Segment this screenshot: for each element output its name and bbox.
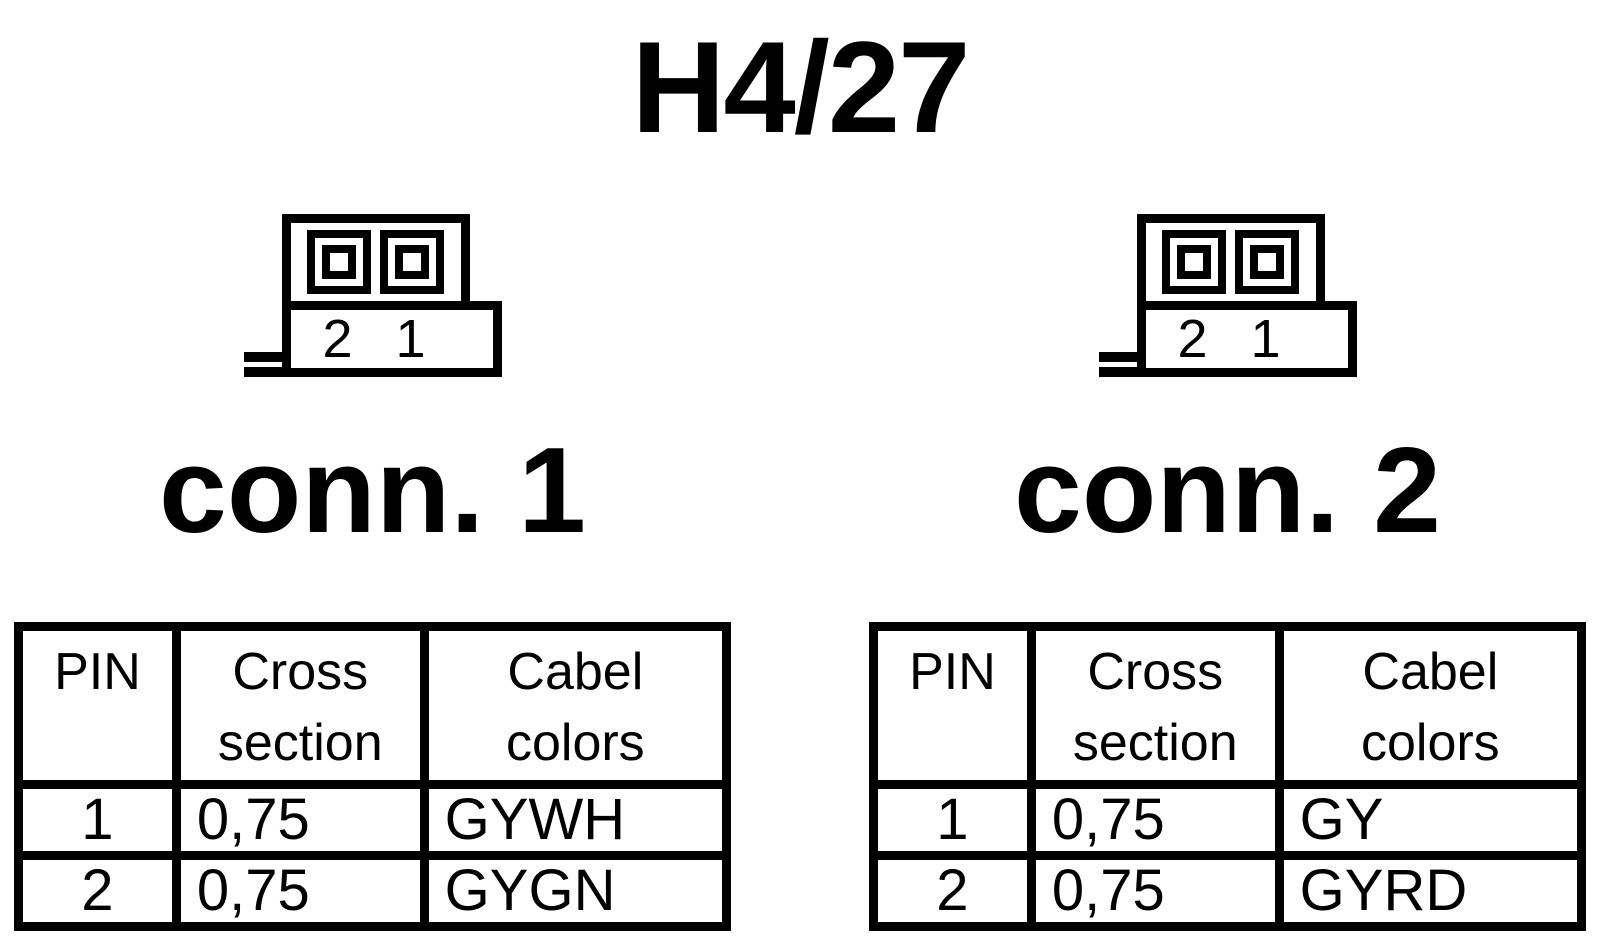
connector-2-pin-1-slot-icon xyxy=(1235,230,1299,294)
connector-1-cavity-row: 2 1 xyxy=(281,301,502,377)
connector-1-pinout-table: PIN Cross section Cabel colors 1 0,75 GY… xyxy=(14,621,732,932)
cell-cable-color: GYWH xyxy=(419,780,732,861)
connector-1-diagram: 2 1 xyxy=(243,214,502,377)
connector-2-pin-2-slot-icon xyxy=(1162,230,1226,294)
connector-2-cavity-label-2: 2 xyxy=(1177,309,1208,369)
connector-2-pin-1-terminal-icon xyxy=(1250,245,1284,279)
connector-1-cavity-label-2: 2 xyxy=(322,309,353,369)
cell-cross-section: 0,75 xyxy=(171,851,429,932)
cell-cross-section: 0,75 xyxy=(171,780,429,861)
connector-1-label: conn. 1 xyxy=(158,422,587,558)
table-row: 2 0,75 GYGN xyxy=(14,851,732,932)
col-header-pin: PIN xyxy=(14,621,181,790)
table-header-row: PIN Cross section Cabel colors xyxy=(869,621,1587,790)
table-row: 1 0,75 GY xyxy=(869,780,1587,861)
cell-cable-color: GYRD xyxy=(1274,851,1587,932)
col-header-cable-colors: Cabel colors xyxy=(1274,621,1587,790)
connector-2-pin-2-terminal-icon xyxy=(1177,245,1211,279)
connector-2-cavity-row: 2 1 xyxy=(1136,301,1357,377)
cell-pin: 2 xyxy=(869,851,1036,932)
table-row: 1 0,75 GYWH xyxy=(14,780,732,861)
connector-columns: 2 1 conn. 1 PIN Cross section Cabel colo… xyxy=(0,152,1600,932)
connector-2-housing xyxy=(1136,214,1325,310)
connector-2-diagram: 2 1 xyxy=(1098,214,1357,377)
col-header-cross-section: Cross section xyxy=(171,621,429,790)
connector-2-label: conn. 2 xyxy=(1013,422,1442,558)
connector-1-column: 2 1 conn. 1 PIN Cross section Cabel colo… xyxy=(14,152,732,932)
cell-pin: 1 xyxy=(869,780,1036,861)
connector-1-pin-2-slot-icon xyxy=(307,230,371,294)
connector-2-column: 2 1 conn. 2 PIN Cross section Cabel colo… xyxy=(869,152,1587,932)
cell-cross-section: 0,75 xyxy=(1026,851,1284,932)
connector-1-pin-1-terminal-icon xyxy=(395,245,429,279)
connector-1-housing xyxy=(281,214,470,310)
table-row: 2 0,75 GYRD xyxy=(869,851,1587,932)
cell-pin: 2 xyxy=(14,851,181,932)
page-title: H4/27 xyxy=(631,14,971,160)
connector-1-cavity-label-1: 1 xyxy=(395,309,426,369)
connector-1-pin-1-slot-icon xyxy=(380,230,444,294)
table-header-row: PIN Cross section Cabel colors xyxy=(14,621,732,790)
cell-cable-color: GYGN xyxy=(419,851,732,932)
connector-2-cavity-label-1: 1 xyxy=(1250,309,1281,369)
cell-pin: 1 xyxy=(14,780,181,861)
connector-2-pinout-table: PIN Cross section Cabel colors 1 0,75 GY… xyxy=(869,621,1587,932)
connector-1-pin-2-terminal-icon xyxy=(322,245,356,279)
col-header-cable-colors: Cabel colors xyxy=(419,621,732,790)
cell-cross-section: 0,75 xyxy=(1026,780,1284,861)
col-header-cross-section: Cross section xyxy=(1026,621,1284,790)
cell-cable-color: GY xyxy=(1274,780,1587,861)
col-header-pin: PIN xyxy=(869,621,1036,790)
